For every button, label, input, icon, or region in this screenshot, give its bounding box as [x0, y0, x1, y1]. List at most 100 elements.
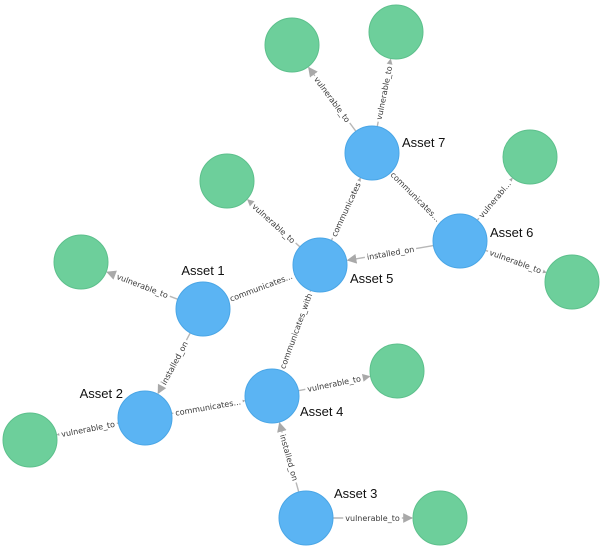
edge-vulnerable-to: vulnerable_to [333, 513, 413, 524]
asset-node-6[interactable]: Asset 6 [432, 213, 533, 269]
edge-label-background [373, 63, 396, 123]
edge-installed-on: installed_on [346, 243, 434, 264]
edge-label-background [226, 270, 297, 306]
edge-vulnerable-to: vulnerable_to [298, 372, 371, 396]
edge-vulnerable-to: vulnerable_to [485, 246, 547, 278]
edge-label: vulnerable_to [60, 420, 115, 439]
edge-label-group: vulnerable_to [304, 372, 364, 396]
vulnerability-circle[interactable] [199, 153, 255, 209]
edge-label-group: vulnerable_to [373, 63, 396, 123]
edge-label-group: vulnerable_to [343, 513, 402, 524]
vulnerability-node-5[interactable] [199, 153, 255, 209]
asset-node-3[interactable]: Asset 3 [278, 486, 377, 546]
edge-communicates: communicates... [226, 270, 297, 306]
vulnerability-node-4[interactable] [544, 254, 600, 310]
edge-label-group: installed_on [364, 243, 418, 264]
edge-label: communicates... [389, 170, 442, 223]
edge-label-background [486, 246, 545, 278]
edge-label-group: installed_on [157, 337, 192, 389]
vulnerability-node-7[interactable] [2, 412, 58, 468]
asset-node-4[interactable]: Asset 4 [244, 368, 343, 424]
asset-circle[interactable] [292, 237, 348, 293]
edge-label-background [113, 270, 172, 302]
vulnerability-circle[interactable] [502, 129, 558, 185]
asset-circle[interactable] [432, 213, 488, 269]
edge-vulnerable-to: vulnerable_to [308, 66, 357, 132]
edge-label-background [276, 431, 301, 485]
vulnerability-node-2[interactable] [368, 4, 424, 60]
edges-layer: vulnerable_to vulnerable_to communicates co… [56, 58, 547, 524]
edge-label: communicates... [175, 397, 242, 417]
edge-label: vulnerable_to [250, 202, 297, 245]
edge-label-background [276, 289, 316, 373]
edge-label: vulnerable_to [307, 374, 362, 394]
edge-label: installed_on [366, 245, 415, 262]
edge-label-group: communicates [328, 178, 365, 241]
edge-communicates-with: communicates_with [276, 289, 316, 373]
nodes-layer: Asset 1 Asset 2 Asset 3 Asset 4 Asset 5 Asset… [2, 4, 600, 546]
edge-label-background [475, 177, 516, 223]
asset-node-7[interactable]: Asset 7 [344, 125, 445, 181]
edge-label: communicates [330, 181, 363, 238]
vulnerability-node-8[interactable] [369, 343, 425, 399]
edge-label-background [58, 418, 118, 441]
edge-label-group: vulnerabl... [475, 177, 516, 223]
edge-label: vulnerabl... [477, 179, 513, 219]
edge-label-group: communicates... [386, 168, 445, 226]
edge-label-background [304, 372, 364, 396]
edge-label-group: vulnerable_to [486, 246, 545, 278]
edge-vulnerabl: vulnerabl... [475, 177, 516, 223]
vulnerability-circle[interactable] [544, 254, 600, 310]
edge-communicates: communicates... [386, 168, 445, 226]
edge-vulnerable-to: vulnerable_to [56, 418, 119, 441]
asset-label: Asset 5 [350, 271, 393, 286]
edge-label-background [310, 72, 354, 127]
edge-label-background [328, 178, 365, 241]
edge-label-background [248, 200, 299, 248]
edge-label-group: communicates... [172, 396, 244, 420]
edge-label: vulnerable_to [115, 272, 169, 300]
edge-communicates: communicates [328, 177, 365, 241]
edge-label-group: communicates_with [276, 289, 316, 373]
asset-node-2[interactable]: Asset 2 [80, 386, 173, 446]
edge-installed-on: installed_on [276, 422, 301, 493]
asset-label: Asset 1 [181, 263, 224, 278]
vulnerability-node-3[interactable] [502, 129, 558, 185]
vulnerability-circle[interactable] [264, 17, 320, 73]
edge-label-background [343, 513, 402, 524]
asset-circle[interactable] [117, 390, 173, 446]
edge-label: vulnerable_to [312, 75, 352, 124]
edge-label-group: vulnerable_to [113, 270, 172, 302]
asset-label: Asset 2 [80, 386, 123, 401]
edge-label-background [157, 337, 192, 389]
asset-circle[interactable] [344, 125, 400, 181]
vulnerability-circle[interactable] [53, 234, 109, 290]
vulnerability-node-1[interactable] [264, 17, 320, 73]
edge-label: communicates_with [278, 292, 314, 370]
asset-circle[interactable] [175, 281, 231, 337]
edge-label-background [386, 168, 445, 226]
vulnerability-node-9[interactable] [412, 490, 468, 546]
edge-label: vulnerable_to [488, 248, 542, 275]
asset-circle[interactable] [278, 490, 334, 546]
asset-node-5[interactable]: Asset 5 [292, 237, 393, 293]
edge-vulnerable-to: vulnerable_to [106, 270, 179, 302]
edge-label-background [364, 243, 418, 264]
edge-label-group: vulnerable_to [310, 72, 354, 127]
asset-circle[interactable] [244, 368, 300, 424]
edge-label-group: vulnerable_to [58, 418, 118, 441]
edge-label-group: installed_on [276, 431, 301, 485]
vulnerability-node-6[interactable] [53, 234, 109, 290]
vulnerability-circle[interactable] [368, 4, 424, 60]
asset-label: Asset 4 [300, 404, 343, 419]
vulnerability-circle[interactable] [369, 343, 425, 399]
asset-label: Asset 7 [402, 135, 445, 150]
edge-label: installed_on [159, 340, 189, 387]
edge-installed-on: installed_on [157, 332, 192, 395]
vulnerability-circle[interactable] [2, 412, 58, 468]
edge-communicates: communicates... [171, 396, 246, 420]
asset-label: Asset 3 [334, 486, 377, 501]
vulnerability-circle[interactable] [412, 490, 468, 546]
asset-node-1[interactable]: Asset 1 [175, 263, 231, 337]
